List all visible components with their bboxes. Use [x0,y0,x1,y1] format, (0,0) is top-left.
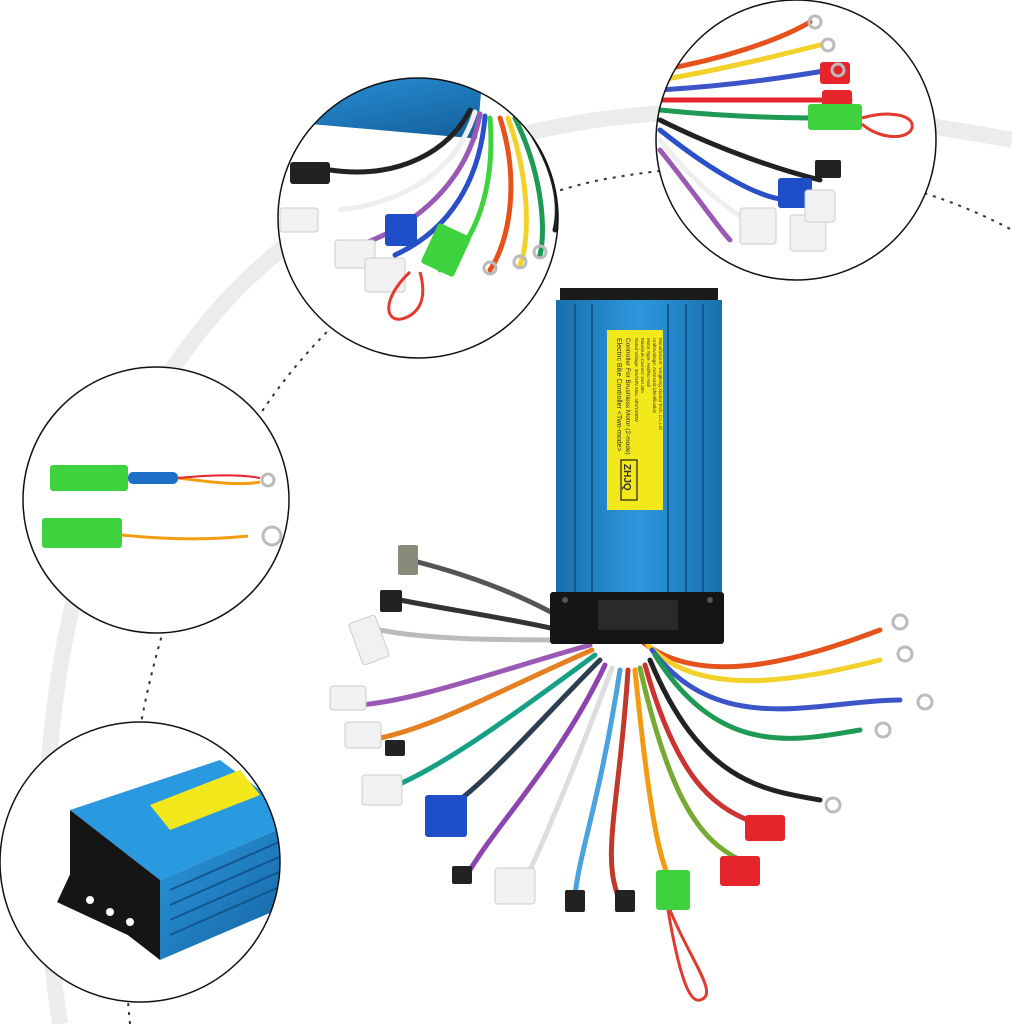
red-connector-icon [720,856,760,886]
controller-box-icon: Electric Bike Controller <Two-mode> Cont… [550,288,724,644]
wire-loop-icon [387,270,425,321]
green-connector-icon [50,465,128,491]
brand-mark: ZHJQ [621,464,632,491]
gray-connector-icon [398,545,418,575]
blue-connector-icon [385,214,417,246]
inset-controller-end [0,721,281,1003]
white-connector-icon [739,207,777,245]
wire-loop-icon [666,909,708,1002]
black-connector-icon [380,590,402,612]
black-connector-icon [815,160,841,178]
white-connector-icon [804,189,836,223]
ring-terminals [824,613,934,814]
white-connector-icon [361,774,403,806]
white-connector-icon [279,207,319,233]
label-line: Rated Voltage: 36V/48V Max: 48V/1500W [634,338,639,423]
red-connector-icon [745,815,785,841]
inset-harness-top-left [277,77,559,359]
white-connector-icon [344,721,382,749]
black-connector-icon [615,890,635,912]
inset-connectors-left [22,366,290,634]
label-line: Motor Type: Hall/No Hall [646,338,651,387]
main-controller: Electric Bike Controller <Two-mode> Cont… [329,288,934,1002]
label-subtitle: Controller For Brushless Motor (2-mode) [624,338,631,455]
white-connector-icon [494,867,536,905]
product-label: Electric Bike Controller <Two-mode> Cont… [607,330,663,510]
white-connector-icon [348,614,390,666]
inset-harness-top-right [655,0,937,281]
black-connector-icon [385,740,405,756]
green-connector-icon [656,870,690,910]
green-connector-icon [42,518,122,548]
ring-terminal-icon [261,525,283,547]
green-connector-icon [808,104,862,130]
wire-loop-icon [861,112,914,139]
connectors-main [329,545,785,1002]
label-line: Manufacturer: Yongkang Xiaotai Tech. Co.… [658,338,663,430]
white-connector-icon [364,257,406,293]
black-connector-icon [290,162,330,184]
blue-connector-icon [425,795,467,837]
ring-terminal-icon [260,472,276,488]
label-title: Electric Bike Controller <Two-mode> [615,338,622,452]
blue-connector-icon [778,178,812,208]
black-connector-icon [452,866,472,884]
green-connector-icon [421,223,471,277]
white-connector-icon [329,685,367,711]
label-line: Maximum Current: 34A 40A [640,338,645,393]
label-line: Undervoltage: Automatic identification [652,338,657,414]
black-connector-icon [565,890,585,912]
